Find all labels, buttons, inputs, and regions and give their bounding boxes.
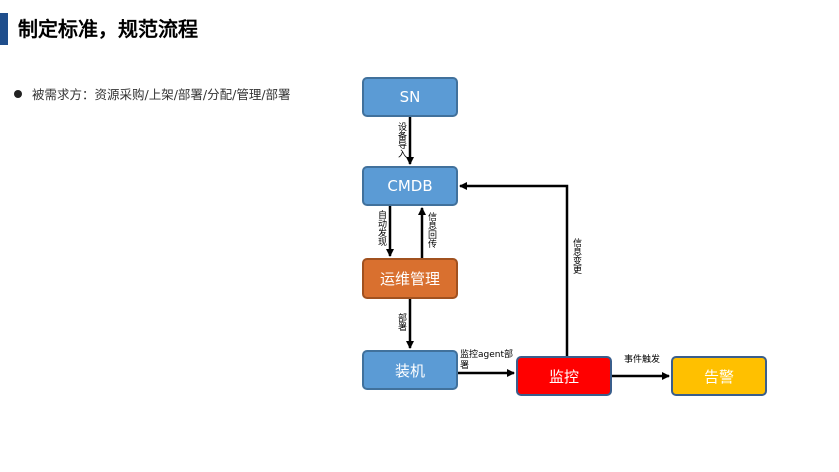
edge-monitor-cmdb <box>459 182 569 356</box>
node-ops-management: 运维管理 <box>362 258 458 299</box>
node-install: 装机 <box>362 350 458 390</box>
page-title: 制定标准，规范流程 <box>18 17 198 41</box>
label-info-return: 信息回传 <box>426 212 436 248</box>
node-cmdb: CMDB <box>362 166 458 206</box>
bullet-text: 被需求方：资源采购/上架/部署/分配/管理/部署 <box>32 87 291 102</box>
label-info-change: 信息变更 <box>571 238 581 274</box>
bullet-dot-icon <box>14 90 22 98</box>
node-monitor: 监控 <box>516 356 612 396</box>
bullet-item: 被需求方：资源采购/上架/部署/分配/管理/部署 <box>14 86 291 104</box>
label-agent-deploy: 监控agent部 署 <box>460 350 513 372</box>
label-agent-deploy-line2: 署 <box>460 361 470 371</box>
node-alert: 告警 <box>671 356 767 396</box>
label-event-trigger: 事件触发 <box>624 355 661 365</box>
label-auto-discover: 自动发现 <box>376 210 386 246</box>
node-sn: SN <box>362 77 458 117</box>
label-deploy: 部署 <box>396 313 406 331</box>
label-agent-deploy-line1: 监控agent部 <box>460 350 513 360</box>
title-accent-bar <box>0 13 8 45</box>
label-import: 设备导入 <box>396 122 406 158</box>
